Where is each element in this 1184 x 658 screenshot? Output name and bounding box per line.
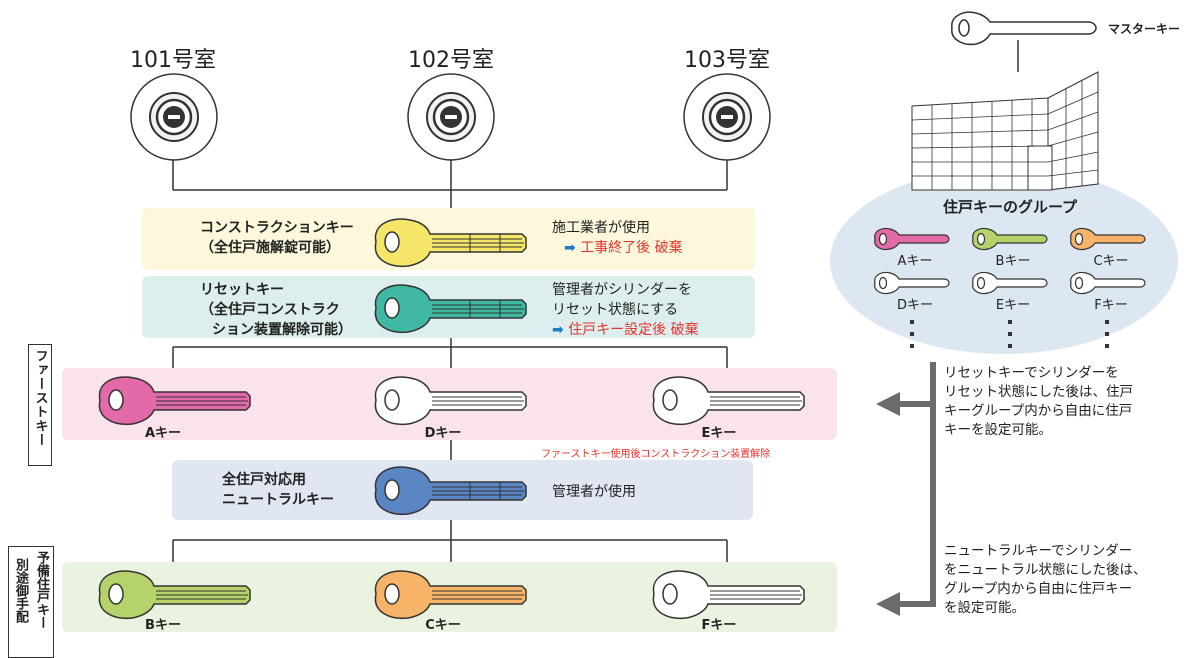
group-key-label-c: Cキー: [1093, 254, 1129, 269]
master-key-label: マスターキー: [1108, 22, 1181, 36]
reset-note: リセットキーでシリンダーを リセット状態にした後は、住戸 キーグループ内から自由…: [944, 365, 1133, 438]
group-key-label-f: Fキー: [1094, 298, 1128, 313]
group-key-e-icon: [972, 271, 1048, 295]
key-group-ellipse: [830, 168, 1178, 354]
spare-key-label-b: Bキー: [145, 618, 181, 633]
group-key-d-icon: [874, 271, 950, 295]
first-key-label-d: Dキー: [424, 426, 462, 441]
first-key-tab: ファーストキー: [28, 344, 52, 466]
neutral-key-title: 全住戸対応用 ニュートラルキー: [222, 472, 334, 508]
more-keys-dots-icon: [910, 320, 1109, 348]
group-key-label-b: Bキー: [995, 254, 1031, 269]
neutral-key-desc: 管理者が使用: [552, 484, 636, 500]
group-key-b-icon: [972, 227, 1048, 251]
first-key-d-icon: [374, 376, 527, 426]
first-key-label-a: Aキー: [144, 426, 182, 441]
construction-key-title: コンストラクションキー （全住戸施解錠可能）: [200, 220, 354, 256]
key-group-title: 住戸キーのグループ: [942, 198, 1078, 216]
first-key-a-icon: [98, 376, 251, 426]
room-label-103: 103号室: [684, 48, 770, 73]
construction-key-icon: [374, 218, 527, 268]
group-key-c-icon: [1070, 227, 1146, 251]
master-key-icon: [951, 11, 1097, 46]
room-label-101: 101号室: [130, 48, 216, 73]
group-key-label-e: Eキー: [995, 298, 1031, 313]
reset-key-icon: [374, 284, 527, 334]
lock-cylinder-103: [683, 73, 771, 161]
group-key-label-a: Aキー: [897, 254, 933, 269]
group-key-a-icon: [874, 227, 950, 251]
spare-key-f-icon: [652, 570, 805, 620]
spare-key-label-c: Cキー: [425, 618, 461, 633]
group-key-label-d: Dキー: [896, 298, 933, 313]
group-key-f-icon: [1070, 271, 1146, 295]
spare-key-c-icon: [374, 570, 527, 620]
spare-key-label-f: Fキー: [701, 618, 737, 633]
first-key-note: ファーストキー使用後コンストラクション装置解除: [541, 449, 771, 460]
lock-cylinder-101: [130, 73, 218, 161]
flow-arrows: [876, 362, 936, 616]
first-key-e-icon: [652, 376, 805, 426]
reset-key-title: リセットキー （全住戸コンストラク ション装置解除可能）: [200, 282, 352, 338]
spare-key-tab: 予備住戸キー 別途御手配: [8, 546, 54, 658]
spare-key-b-icon: [98, 570, 251, 620]
neutral-note: ニュートラルキーでシリンダー をニュートラル状態にした後は、 グループ内から自由…: [944, 543, 1147, 616]
construction-key-desc: 施工業者が使用 ➡ 工事終了後 破棄: [552, 220, 683, 256]
building-icon: [911, 71, 1099, 191]
neutral-key-icon: [374, 466, 527, 516]
room-label-102: 102号室: [408, 48, 494, 73]
first-key-label-e: Eキー: [701, 426, 737, 441]
reset-key-desc: 管理者がシリンダーを リセット状態にする ➡ 住戸キー設定後 破棄: [552, 282, 699, 338]
lock-cylinder-102: [407, 73, 495, 161]
